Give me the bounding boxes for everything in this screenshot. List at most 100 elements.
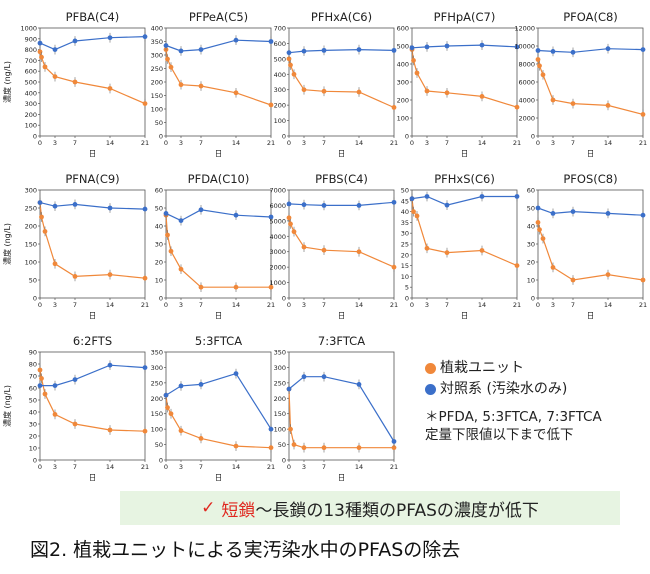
- data-point-control: [424, 194, 430, 199]
- data-point-planted: [291, 442, 297, 447]
- y-tick-label: 50: [527, 205, 535, 213]
- data-point-planted: [168, 411, 174, 417]
- data-point-control: [286, 201, 292, 207]
- y-tick-label: 350: [151, 38, 163, 46]
- data-point-planted: [391, 105, 397, 110]
- data-point-control: [233, 212, 239, 218]
- data-point-planted: [42, 64, 48, 70]
- data-point-control: [178, 218, 184, 224]
- data-point-control: [107, 205, 113, 211]
- y-tick-label: 8000: [518, 61, 535, 69]
- y-tick-label: 250: [274, 379, 286, 387]
- x-tick-label: 21: [390, 139, 398, 147]
- data-point-planted: [52, 74, 58, 79]
- check-icon: ✓: [201, 498, 216, 518]
- y-tick-label: 150: [151, 92, 163, 100]
- data-point-planted: [52, 261, 58, 267]
- y-tick-label: 200: [25, 111, 37, 119]
- y-tick-label: 50: [278, 441, 286, 449]
- series-line-planted: [411, 198, 518, 267]
- data-point-planted: [37, 367, 43, 373]
- data-point-planted: [107, 86, 113, 91]
- series-line-planted: [411, 49, 518, 108]
- x-tick-label: 14: [604, 301, 612, 309]
- x-tick-label: 21: [513, 301, 521, 309]
- data-point-planted: [168, 64, 174, 70]
- x-tick-label: 0: [287, 301, 291, 309]
- legend-marker-control: [425, 384, 436, 395]
- y-tick-label: 10: [29, 445, 37, 453]
- data-point-control: [52, 383, 58, 388]
- x-axis-label: 日: [338, 149, 346, 158]
- figure-caption: 図2. 植栽ユニットによる実汚染水中のPFASの除去: [30, 539, 461, 561]
- data-point-control: [72, 377, 78, 382]
- data-point-planted: [72, 421, 78, 427]
- chart-title: PFDA(C10): [188, 172, 250, 186]
- y-tick-label: 500: [397, 43, 409, 51]
- data-point-planted: [39, 214, 44, 220]
- y-tick-label: 200: [397, 97, 409, 105]
- y-tick-label: 60: [527, 187, 535, 195]
- data-point-planted: [288, 62, 293, 68]
- y-tick-label: 100: [274, 426, 286, 434]
- plot-frame: [411, 189, 518, 299]
- y-tick-label: 150: [25, 241, 37, 249]
- data-point-planted: [268, 284, 274, 290]
- series-line-planted: [288, 58, 395, 109]
- data-point-planted: [178, 428, 184, 434]
- legend-item-planted: 植栽ユニット: [425, 358, 602, 379]
- x-axis-label: 日: [461, 149, 469, 158]
- x-tick-label: 3: [302, 301, 306, 309]
- y-tick-label: 0: [159, 295, 163, 303]
- chart-title: PFOA(C8): [563, 10, 618, 24]
- x-axis-label: 日: [461, 311, 469, 320]
- data-point-planted: [540, 72, 546, 78]
- x-tick-label: 14: [232, 139, 240, 147]
- plot-frame: [288, 189, 395, 299]
- data-point-planted: [301, 87, 307, 93]
- y-tick-label: 250: [151, 65, 163, 73]
- plot-frame: [537, 27, 644, 137]
- y-tick-label: 400: [151, 25, 163, 33]
- data-point-control: [163, 211, 169, 216]
- y-tick-label: 10: [155, 277, 163, 285]
- x-tick-label: 3: [179, 301, 183, 309]
- y-tick-label: 30: [527, 241, 535, 249]
- plot-frame: [165, 189, 272, 299]
- x-tick-label: 0: [164, 463, 168, 471]
- data-point-planted: [198, 284, 204, 290]
- x-tick-label: 3: [425, 301, 429, 309]
- data-point-planted: [142, 428, 148, 434]
- y-tick-label: 200: [25, 223, 37, 231]
- data-point-planted: [198, 83, 204, 89]
- x-tick-label: 0: [287, 463, 291, 471]
- data-point-planted: [550, 97, 556, 103]
- data-point-planted: [39, 376, 44, 381]
- y-tick-label: 3000: [269, 248, 286, 256]
- x-tick-label: 21: [141, 139, 149, 147]
- chart-title: PFBS(C4): [315, 172, 368, 186]
- x-tick-label: 14: [355, 463, 363, 471]
- data-point-control: [535, 48, 541, 53]
- chart-title: PFHxS(C6): [434, 172, 495, 186]
- y-tick-label: 800: [25, 46, 37, 54]
- data-point-planted: [514, 104, 520, 110]
- data-point-planted: [356, 89, 362, 95]
- x-axis-label: 日: [89, 149, 97, 158]
- x-tick-label: 7: [445, 301, 449, 309]
- data-point-control: [356, 382, 362, 387]
- data-point-control: [550, 211, 556, 216]
- x-tick-label: 3: [53, 463, 57, 471]
- y-tick-label: 4000: [269, 233, 286, 241]
- y-tick-label: 7000: [269, 187, 286, 195]
- data-point-planted: [570, 277, 576, 283]
- data-point-planted: [321, 88, 327, 94]
- data-point-control: [72, 38, 78, 44]
- data-point-control: [391, 439, 397, 444]
- plot-frame: [165, 27, 272, 137]
- x-tick-label: 14: [604, 139, 612, 147]
- data-point-planted: [288, 221, 293, 227]
- data-point-control: [514, 194, 520, 199]
